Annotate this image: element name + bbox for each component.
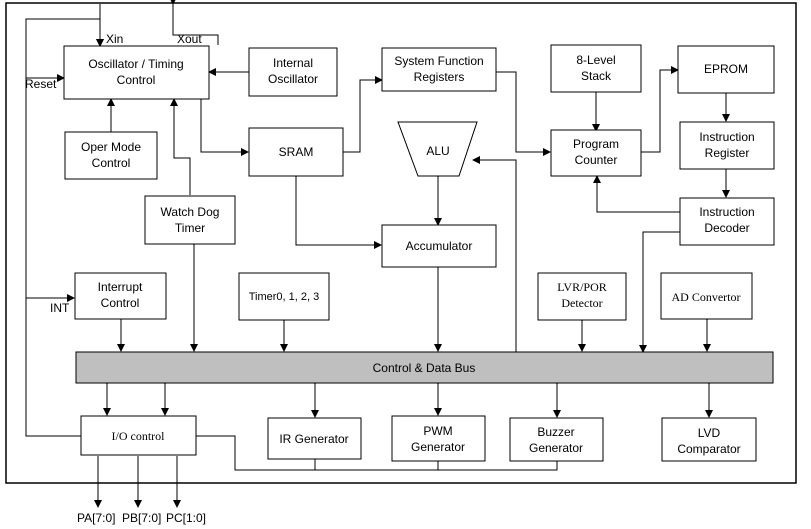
instr-reg-label-line: Instruction: [699, 130, 754, 144]
interrupt-label-line: Control: [101, 296, 140, 310]
pwm-generator-block: PWM Generator: [391, 415, 486, 462]
ir-generator-block: IR Generator: [267, 417, 362, 460]
sram-label: SRAM: [279, 145, 314, 159]
int-label: INT: [50, 301, 70, 315]
io-label-line: I/O control: [112, 429, 166, 443]
alu-label: ALU: [426, 144, 449, 158]
lvr-label-line: LVR/POR: [557, 280, 607, 294]
sram-label-line: SRAM: [279, 145, 314, 159]
chip-boundary: [5, 2, 797, 484]
osc-label-line: Oscillator / Timing: [88, 57, 183, 71]
accumulator-label-line: Accumulator: [406, 239, 473, 253]
instr-reg-label-line: Register: [705, 146, 750, 160]
pwm-label-line: PWM: [423, 424, 452, 438]
ad-convertor-block: AD Convertor: [660, 272, 753, 320]
eprom-label: EPROM: [704, 62, 748, 76]
interrupt-label-line: Interrupt: [98, 280, 143, 294]
control-data-bus: Control & Data Bus: [75, 351, 774, 384]
sysfunc-label-line: Registers: [414, 70, 465, 84]
pb-label: PB[7:0]: [122, 511, 161, 525]
xin-label: Xin: [106, 32, 123, 46]
timer-label-line: Timer0, 1, 2, 3: [249, 291, 320, 303]
pc-label-line: Program: [573, 137, 619, 151]
pc-label: PC[1:0]: [166, 511, 206, 525]
lvd-comparator-label: LVD Comparator: [677, 426, 740, 456]
watchdog-label-line: Timer: [175, 221, 205, 235]
io-control-block: I/O control: [80, 415, 197, 456]
oper-mode-label-line: Oper Mode: [81, 140, 141, 154]
lvr-por-detector-block: LVR/POR Detector: [537, 272, 627, 321]
timer-block: Timer0, 1, 2, 3: [238, 272, 330, 321]
lvd-label-line: LVD: [698, 426, 721, 440]
ir-label-line: IR Generator: [279, 432, 348, 446]
timer-label: Timer0, 1, 2, 3: [249, 291, 320, 303]
ir-generator-label: IR Generator: [279, 432, 348, 446]
lvd-comparator-block: LVD Comparator: [661, 417, 757, 462]
pwm-label-line: Generator: [411, 440, 465, 454]
instr-dec-label-line: Instruction: [699, 205, 754, 219]
xout-label: Xout: [177, 32, 202, 46]
buzzer-label-line: Generator: [529, 441, 583, 455]
stack-label-line: 8-Level: [576, 53, 615, 67]
alu-label-line: ALU: [426, 144, 449, 158]
stack-label-line: Stack: [581, 69, 612, 83]
sysfunc-label-line: System Function: [394, 54, 483, 68]
control-data-bus-label: Control & Data Bus: [373, 361, 476, 375]
alu-block: ALU: [397, 121, 478, 177]
instr-dec-label-line: Decoder: [704, 221, 749, 235]
ad-convertor-label: AD Convertor: [672, 290, 741, 304]
connections: [25, 0, 730, 508]
sram-block: SRAM: [248, 127, 344, 177]
watchdog-label-line: Watch Dog: [161, 205, 220, 219]
accumulator-block: Accumulator: [381, 224, 497, 268]
adc-label-line: AD Convertor: [672, 290, 741, 304]
internal-osc-label-line: Internal: [273, 56, 313, 70]
oper-mode-label-line: Control: [92, 156, 131, 170]
pwm-generator-label: PWM Generator: [411, 424, 465, 454]
internal-osc-label-line: Oscillator: [268, 72, 318, 86]
lvr-por-detector-label: LVR/POR Detector: [557, 280, 607, 310]
osc-label-line: Control: [117, 73, 156, 87]
pc-label-line: Counter: [575, 153, 618, 167]
lvd-label-line: Comparator: [677, 442, 740, 456]
bus-label-line: Control & Data Bus: [373, 361, 476, 375]
accumulator-label: Accumulator: [406, 239, 473, 253]
eprom-block: EPROM: [677, 45, 775, 94]
io-control-label: I/O control: [112, 429, 166, 443]
pa-label: PA[7:0]: [77, 511, 115, 525]
buzzer-label-line: Buzzer: [537, 425, 574, 439]
reset-label: Reset: [25, 77, 57, 91]
lvr-label-line: Detector: [561, 296, 602, 310]
eprom-label-line: EPROM: [704, 62, 748, 76]
